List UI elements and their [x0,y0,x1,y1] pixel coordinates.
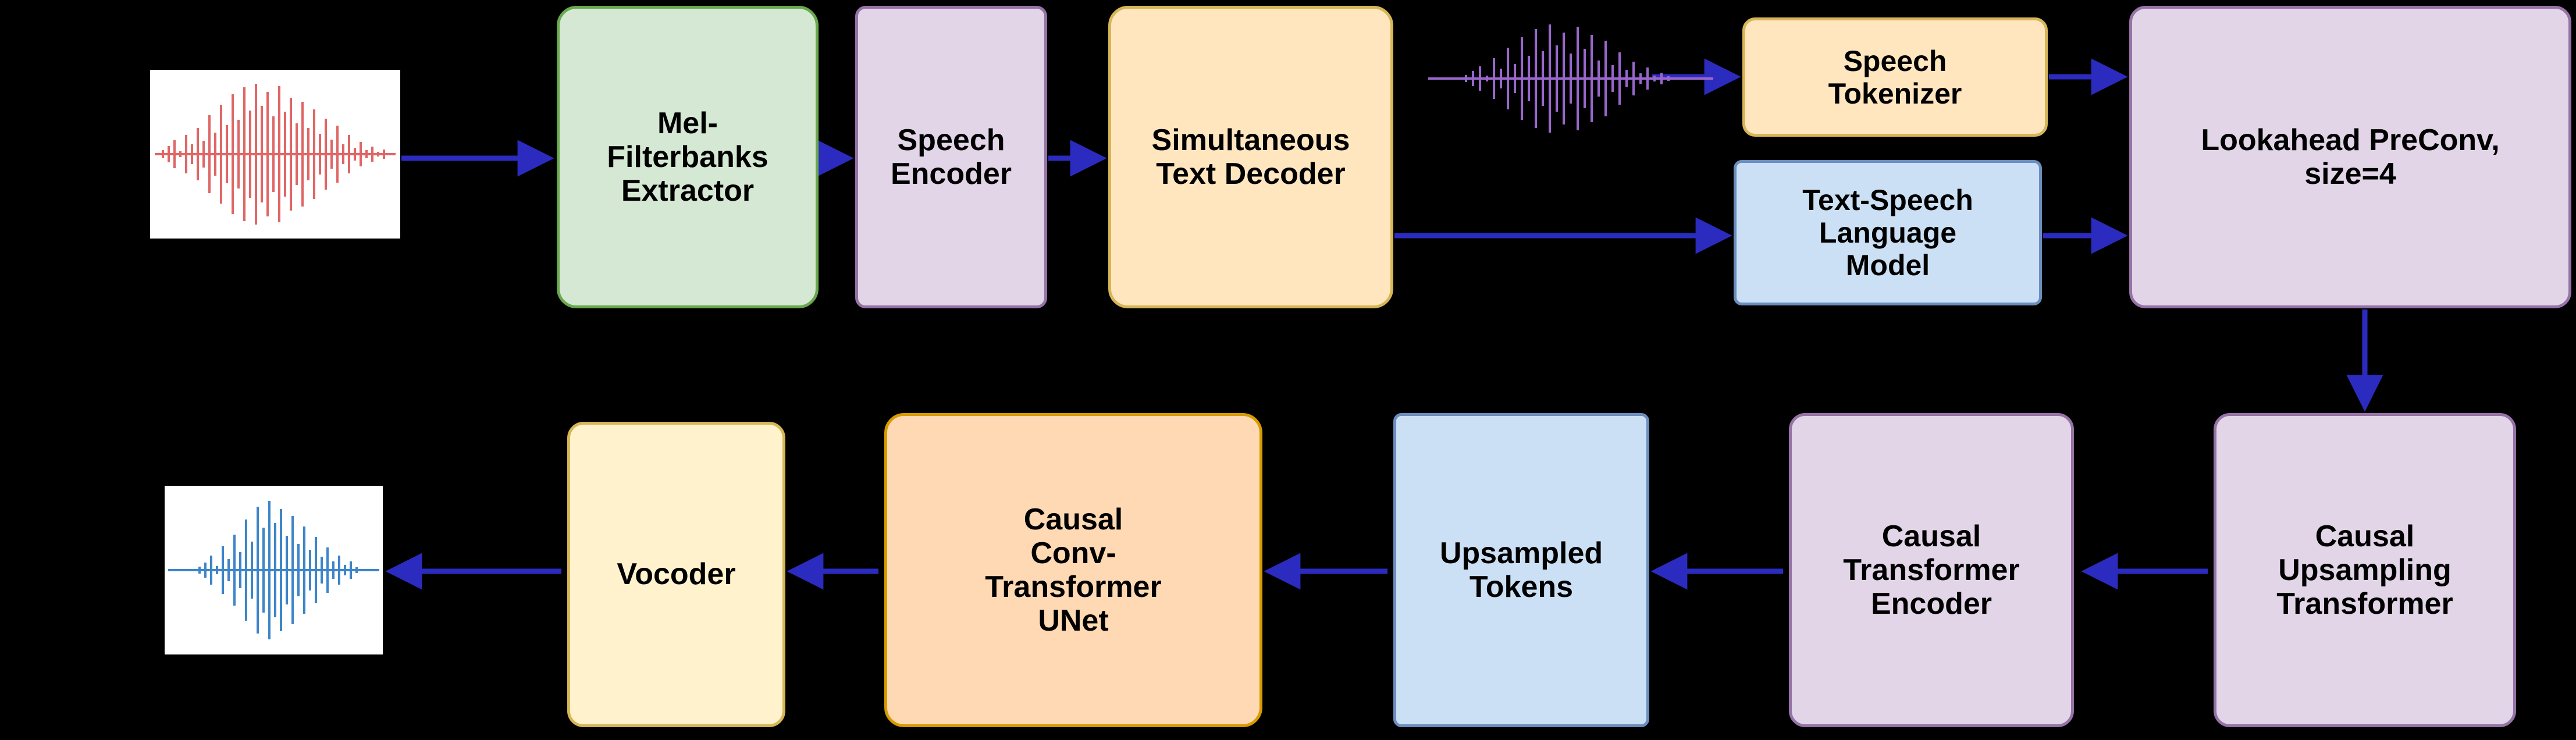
vocoder-node[interactable]: Vocoder [567,422,785,727]
upsampled-tokens-node[interactable]: Upsampled Tokens [1393,413,1649,727]
causal-transformer-encoder-node[interactable]: Causal Transformer Encoder [1789,413,2074,727]
output-waveform-graphic [168,501,379,639]
causal-upsampling-transformer-node[interactable]: Causal Upsampling Transformer [2214,413,2516,727]
speech-encoder-node[interactable]: Speech Encoder [855,6,1047,308]
mel-filterbanks-extractor-node[interactable]: Mel- Filterbanks Extractor [557,6,819,308]
input-waveform [150,70,400,239]
lookahead-preconv-node[interactable]: Lookahead PreConv, size=4 [2129,6,2571,308]
intermediate-waveform [1425,17,1716,140]
causal-conv-transformer-unet-node[interactable]: Causal Conv- Transformer UNet [884,413,1262,727]
output-waveform [165,486,383,654]
intermediate-waveform-graphic [1428,24,1713,133]
text-speech-language-model-node[interactable]: Text-Speech Language Model [1734,160,2042,305]
simultaneous-text-decoder-node[interactable]: Simultaneous Text Decoder [1108,6,1393,308]
speech-tokenizer-node[interactable]: Speech Tokenizer [1742,17,2048,137]
input-waveform-graphic [155,84,396,225]
